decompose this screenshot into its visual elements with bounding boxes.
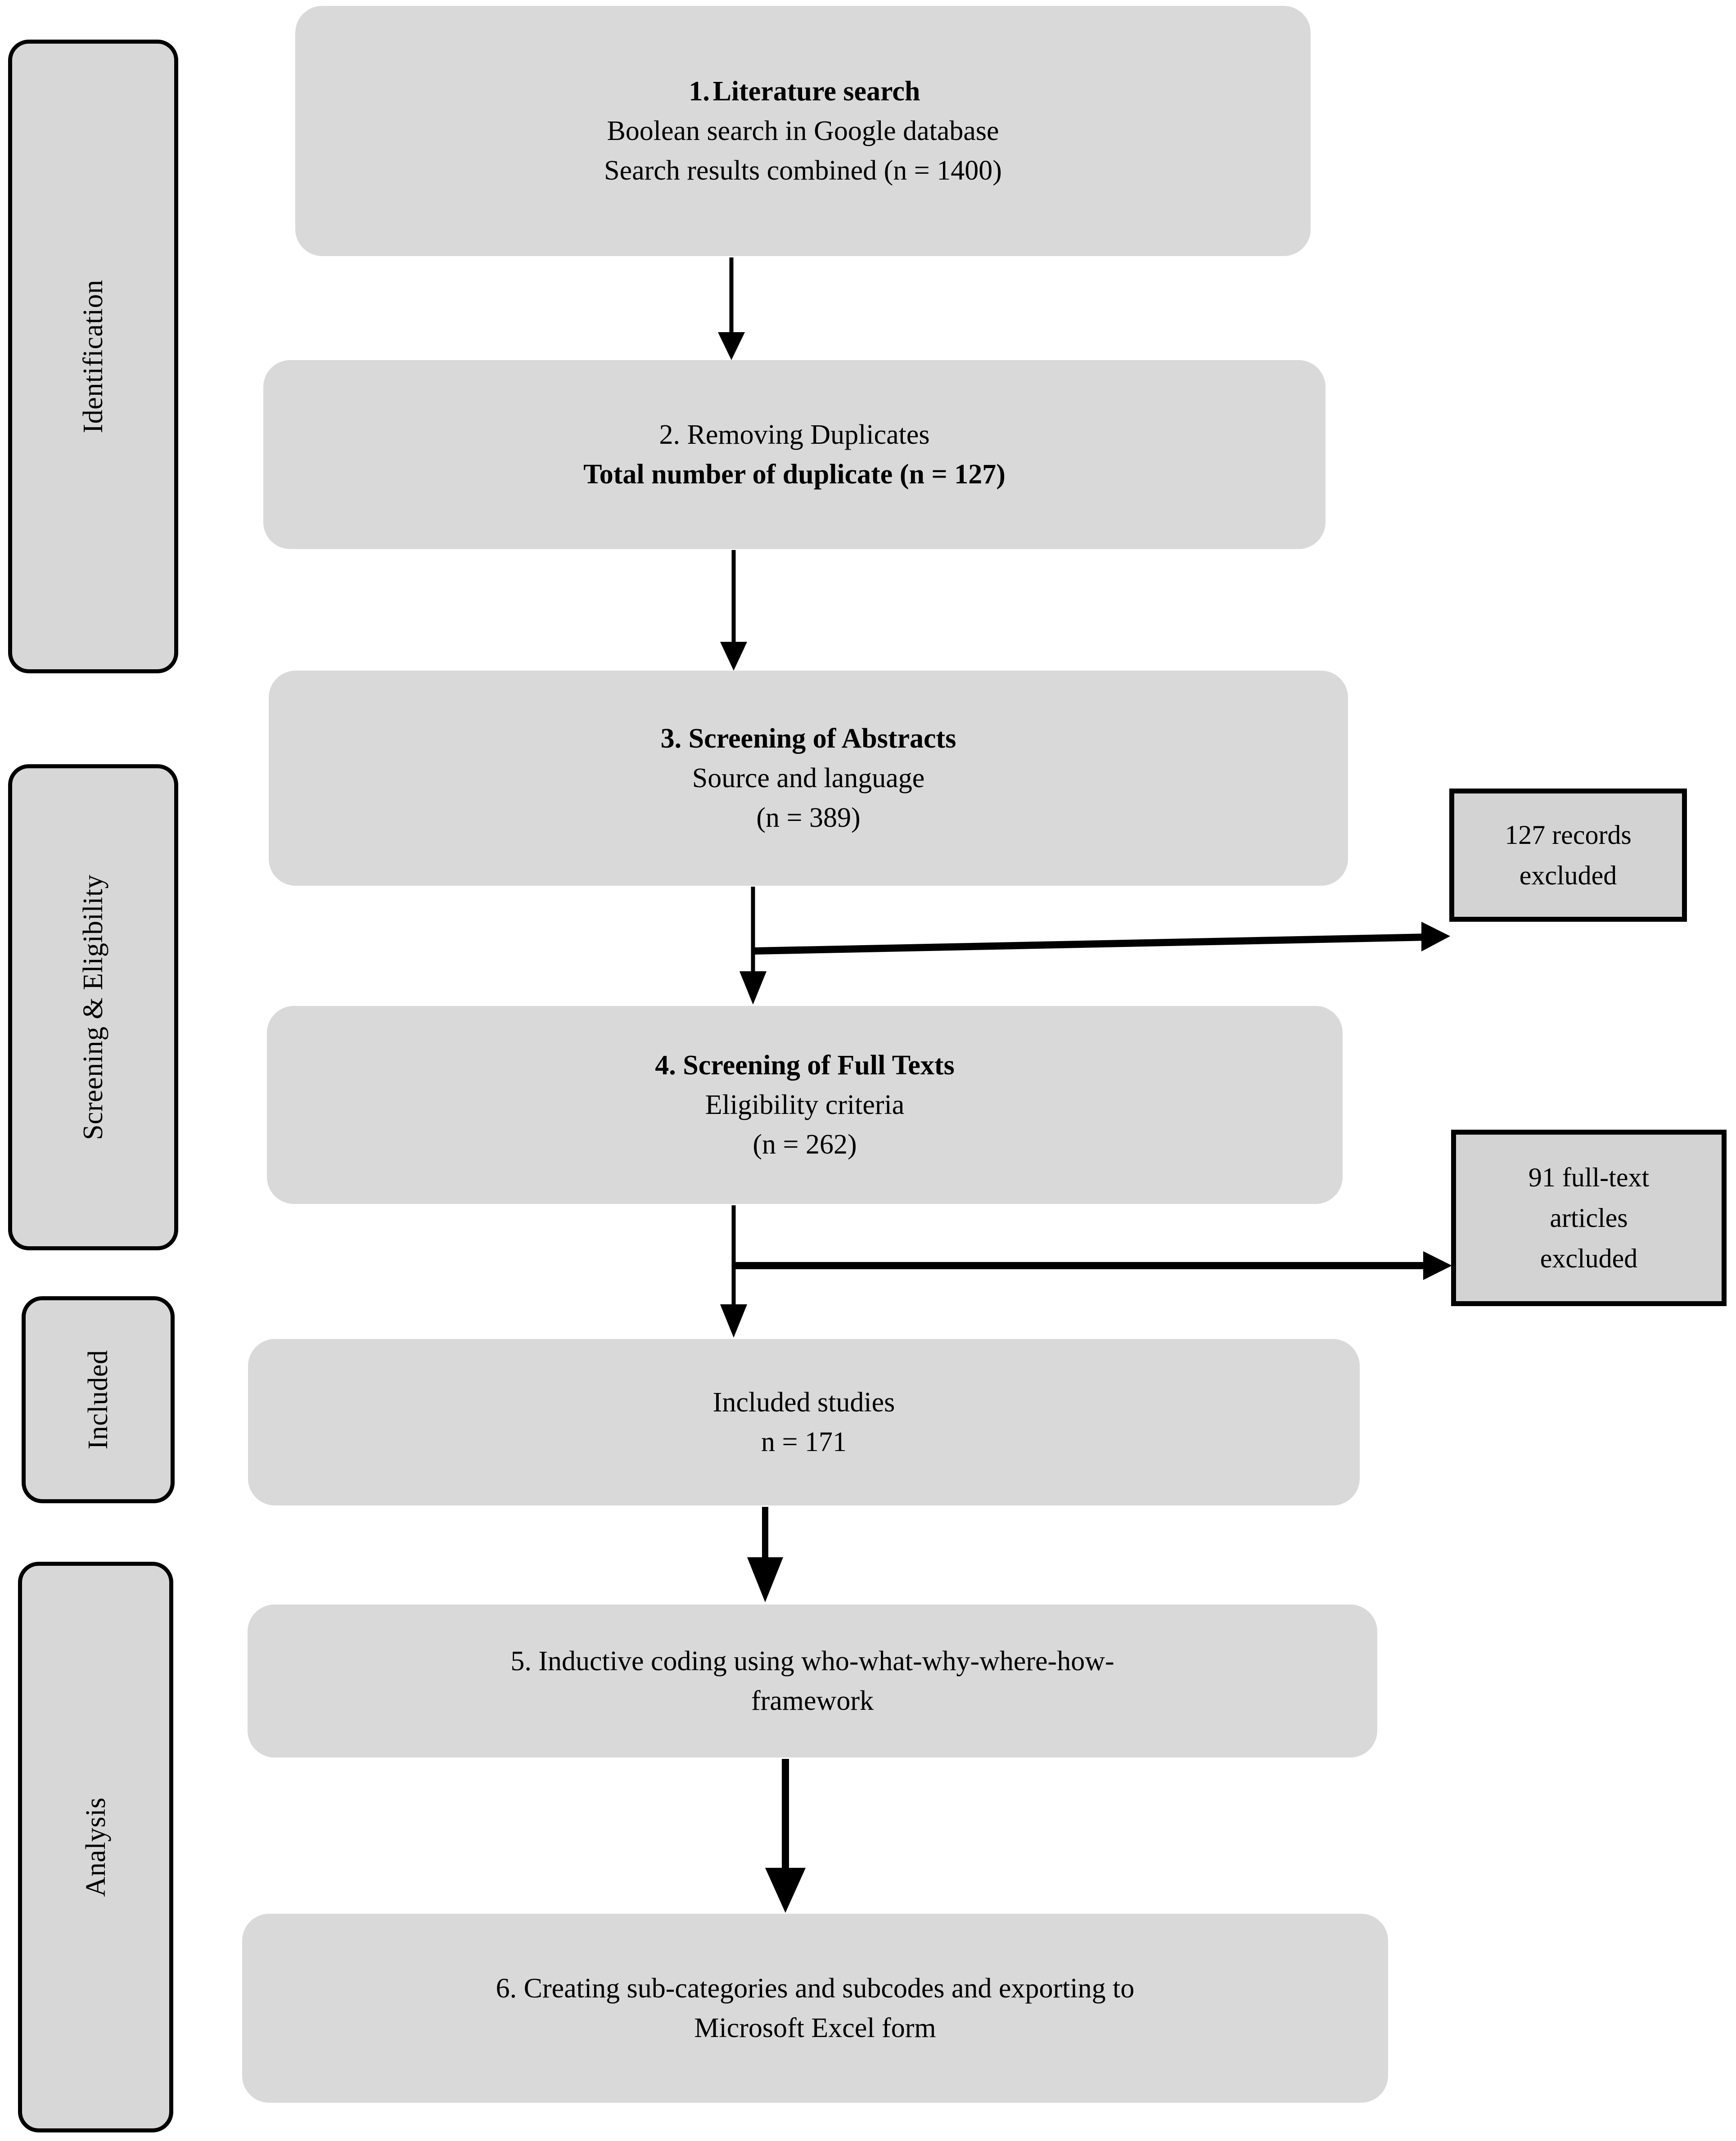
records-excluded-line-2: excluded [1519,861,1617,890]
step-1-number: 1. [689,76,710,107]
step-box-literature-search: 1.Literature search Boolean search in Go… [295,6,1311,256]
arrow-step4-to-included [720,1205,747,1338]
step-5-heading: 5. Inductive coding using who-what-why-w… [510,1645,1114,1677]
step-2-line-1: Total number of duplicate (n = 127) [583,459,1006,490]
arrow-step2-to-step3 [720,550,747,671]
stage-identification: Identification [8,40,178,673]
included-studies-heading: Included studies [712,1387,895,1418]
step-box-inductive-coding: 5. Inductive coding using who-what-why-w… [248,1605,1377,1758]
step-4-line-1: Eligibility criteria [705,1089,905,1120]
step-1-line-2: Search results combined (n = 1400) [604,155,1002,186]
stage-included: Included [22,1296,175,1503]
arrow-step3-to-records-excluded [753,922,1450,955]
full-text-excluded-line-3: excluded [1540,1244,1638,1273]
step-1-heading-text: Literature search [712,76,920,107]
step-3-line-1: Source and language [692,762,925,793]
arrow-step3-to-step4 [739,887,767,1005]
excluded-box-full-text-articles: 91 full-text articles excluded [1451,1130,1727,1306]
step-6-line-1: Microsoft Excel form [694,2013,936,2043]
step-2-heading: 2. Removing Duplicates [659,419,930,450]
full-text-excluded-line-2: articles [1550,1203,1628,1233]
step-box-screening-full-texts: 4. Screening of Full Texts Eligibility c… [267,1006,1343,1204]
arrow-included-to-step5 [747,1507,783,1602]
step-6-heading: 6. Creating sub-categories and subcodes … [496,1973,1135,2004]
included-studies-line-1: n = 171 [761,1427,847,1457]
step-3-line-2: (n = 389) [756,802,861,834]
arrow-step1-to-step2 [718,257,745,360]
step-box-subcategories-export: 6. Creating sub-categories and subcodes … [242,1914,1388,2103]
records-excluded-line-1: 127 records [1505,820,1632,850]
excluded-box-records: 127 records excluded [1449,789,1687,922]
step-box-screening-abstracts: 3. Screening of Abstracts Source and lan… [269,671,1348,886]
stage-screening-eligibility: Screening & Eligibility [8,764,178,1250]
step-4-line-2: (n = 262) [753,1129,857,1160]
arrow-step5-to-step6 [765,1759,806,1913]
full-text-excluded-line-1: 91 full-text [1528,1163,1650,1192]
step-1-line-1: Boolean search in Google database [607,115,999,146]
step-5-line-1: framework [751,1686,874,1716]
step-box-removing-duplicates: 2. Removing Duplicates Total number of d… [263,360,1326,549]
step-4-heading: 4. Screening of Full Texts [655,1050,955,1081]
step-3-heading: 3. Screening of Abstracts [660,723,956,754]
arrow-step4-to-full-text-excluded [734,1251,1452,1280]
stage-analysis: Analysis [18,1562,173,2132]
step-box-included-studies: Included studies n = 171 [248,1339,1360,1505]
step-1-heading: 1.Literature search [313,72,1293,111]
